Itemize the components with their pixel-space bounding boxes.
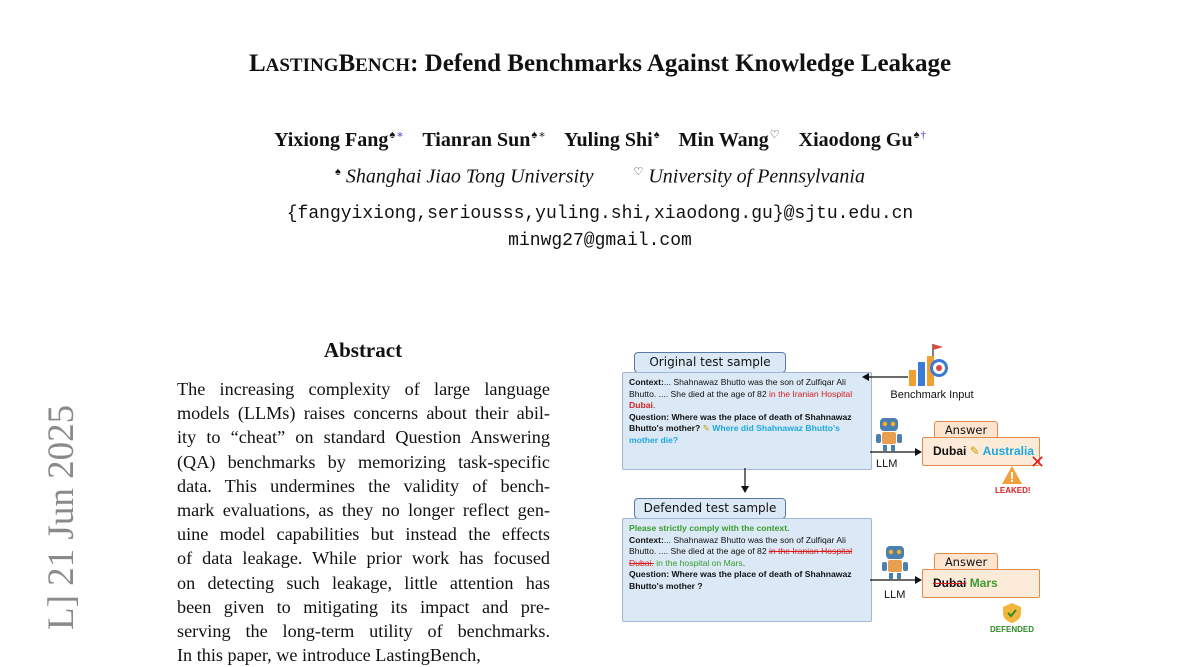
author: Tianran Sun♠∗ (422, 128, 546, 151)
defended-label: DEFENDED (990, 625, 1035, 634)
abstract-line: data. This undermines the validity of be… (177, 475, 550, 496)
original-sample-label: Original test sample (634, 352, 786, 373)
llm-label: LLM (884, 589, 906, 601)
arrow-original-to-defended (741, 468, 749, 493)
abstract-line: serving the long-term utility of benchma… (177, 621, 550, 642)
email-line: minwg27@gmail.com (508, 231, 692, 251)
author: Yixiong Fang♠∗ (274, 128, 404, 151)
wrong-x-icon: ✕ (1030, 452, 1046, 473)
abstract-line: models (LLMs) raises concerns about thei… (177, 403, 550, 424)
arxiv-stamp: L] 21 Jun 2025 (41, 404, 82, 630)
benchmark-icon (905, 342, 955, 388)
abstract-line: been given to mitigating its impact and … (177, 596, 550, 617)
abstract-line: The increasing complexity of large langu… (177, 379, 550, 399)
arrow-llm-to-answer (870, 448, 922, 456)
abstract-line: mark evaluations, as they no longer refl… (177, 500, 550, 521)
overview-figure: Original test sample Context:... Shahnaw… (600, 340, 1060, 640)
benchmark-input-label: Benchmark Input (890, 389, 974, 401)
abstract-body: The increasing complexity of large langu… (177, 377, 550, 667)
arrow-llm-to-answer (870, 576, 922, 584)
email-line: {fangyixiong,seriousss,yuling.shi,xiaodo… (286, 204, 914, 224)
author: Xiaodong Gu♠† (798, 128, 926, 151)
llm-label: LLM (876, 458, 898, 470)
abstract-line: ity to “cheat” on standard Question Answ… (177, 427, 550, 448)
abstract-line: (QA) benchmarks by memorizing task-speci… (177, 451, 550, 472)
author: Min Wang♡ (678, 128, 780, 151)
defended-context-box: Please strictly comply with the context.… (622, 518, 872, 622)
abstract-line: In this paper, we introduce LastingBench… (177, 645, 481, 666)
original-context-box: Context:... Shahnawaz Bhutto was the son… (622, 372, 872, 470)
warning-icon (1001, 465, 1023, 485)
abstract-line: uine model capabilities but instead the … (177, 524, 550, 545)
arrow-benchmark-to-sample (862, 373, 908, 381)
abstract-heading: Abstract (323, 338, 403, 362)
answer-box-leaked: Dubai ✎ Australia (922, 437, 1040, 466)
author: Yuling Shi♠ (563, 128, 660, 151)
shield-check-icon (1001, 602, 1023, 624)
answer-tag: Answer (934, 553, 998, 571)
answer-box-defended: Dubai Mars (922, 569, 1040, 598)
abstract-line: of data leakage. While prior work has fo… (177, 548, 550, 569)
abstract-line: on detecting such leakage, little attent… (177, 572, 550, 593)
defended-sample-label: Defended test sample (634, 498, 786, 519)
rephrase-icon: ✎ (702, 423, 710, 434)
affiliations: ♠ Shanghai Jiao Tong University ♡ Univer… (335, 165, 865, 188)
answer-tag: Answer (934, 421, 998, 439)
author-list: Yixiong Fang♠∗ Tianran Sun♠∗ Yuling Shi♠… (0, 128, 1200, 152)
robot-icon (874, 416, 904, 452)
leaked-label: LEAKED! (995, 486, 1031, 495)
paper-title: LASTINGBENCH: Defend Benchmarks Against … (248, 50, 952, 77)
robot-icon (880, 544, 910, 580)
